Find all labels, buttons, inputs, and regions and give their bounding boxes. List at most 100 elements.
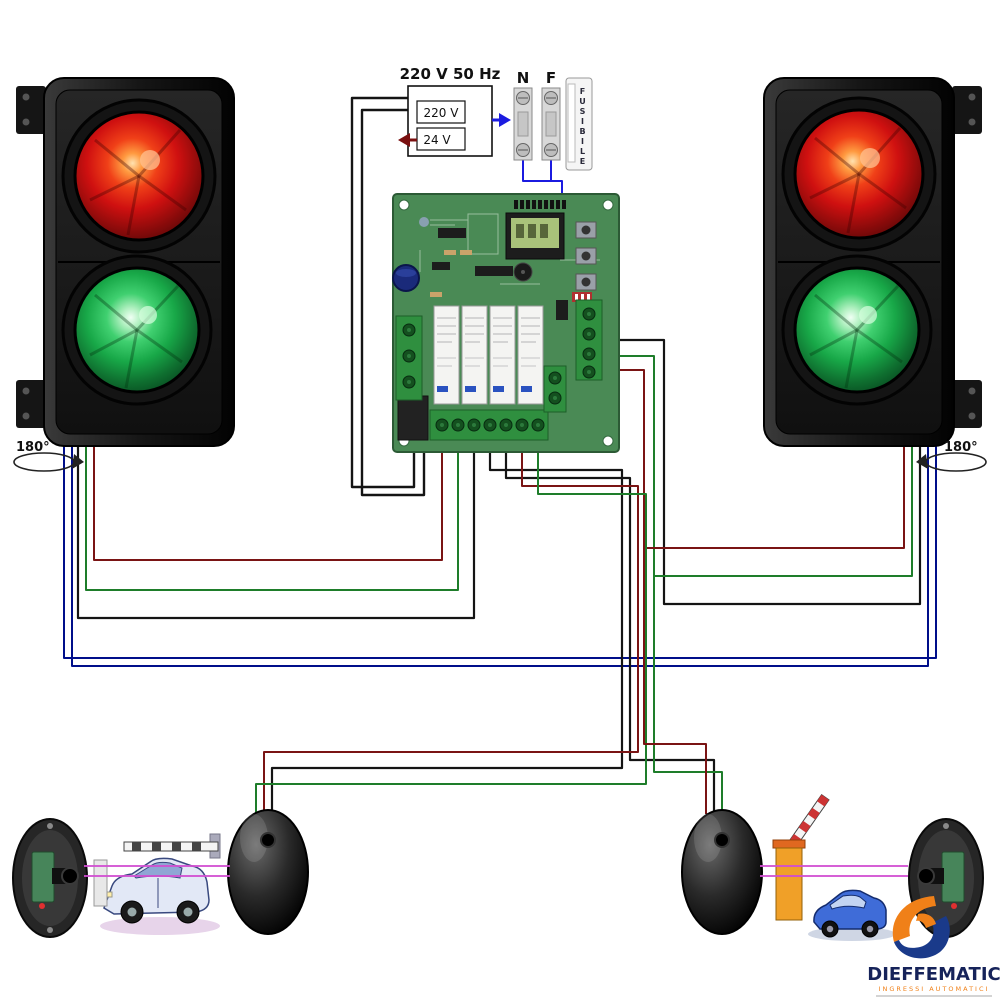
terminal-screw[interactable] — [515, 418, 529, 432]
power-module — [397, 395, 429, 441]
wire-left-green — [85, 442, 459, 591]
buzzer-hole — [521, 270, 525, 274]
terminal-screw[interactable] — [548, 391, 562, 405]
pcb-top-connector — [514, 200, 566, 209]
phase-label: F — [546, 69, 556, 87]
terminal-screw[interactable] — [435, 418, 449, 432]
photocell-lens-icon — [714, 832, 730, 848]
red-lamp — [73, 110, 205, 242]
lcd-digit — [540, 224, 548, 238]
bracket-hole — [968, 93, 976, 101]
logo-swoosh-accent — [916, 913, 936, 928]
photocell-body — [227, 809, 309, 935]
wire-mains-black-1 — [350, 96, 416, 489]
case-screw — [47, 823, 53, 829]
terminal-screw[interactable] — [548, 371, 562, 385]
bracket-hole — [22, 387, 30, 395]
terminal-screw[interactable] — [582, 327, 596, 341]
red-lamp-hotspot — [860, 148, 880, 168]
secondary-arrow-icon — [499, 113, 511, 127]
terminal-screw[interactable] — [499, 418, 513, 432]
photocell-pcb — [941, 851, 965, 903]
terminal-screw[interactable] — [451, 418, 465, 432]
photocell-beams — [84, 865, 908, 877]
wire-fuse-blue-1 — [522, 160, 563, 196]
transformer: 220 V 50 Hz 220 V 24 V — [398, 65, 511, 157]
left-traffic-light: 180° — [13, 77, 235, 472]
right-barrier — [772, 794, 830, 921]
primary-arrow-icon — [398, 133, 410, 147]
terminal-screw[interactable] — [402, 323, 416, 337]
wiring-harness — [63, 96, 937, 814]
bracket-hole — [968, 412, 976, 420]
mount-bracket — [952, 86, 982, 134]
terminal-screw[interactable] — [402, 375, 416, 389]
photocell-highlight — [694, 814, 722, 862]
right-photocell — [681, 809, 763, 935]
barrier-stripe — [798, 820, 811, 833]
right-car — [808, 889, 896, 941]
fuse-strip-label: FUSIBILE — [578, 87, 587, 167]
capacitor-top — [396, 269, 416, 277]
lcd-digit — [516, 224, 524, 238]
terminal-screw[interactable] — [582, 365, 596, 379]
brand-logo: DIEFFEMATIC INGRESSI AUTOMATICI — [867, 896, 1000, 997]
programming-buttons[interactable] — [575, 221, 597, 291]
lens-icon — [61, 867, 79, 885]
right-rotation-arrowhead — [916, 454, 928, 469]
transformer-title: 220 V 50 Hz — [400, 65, 501, 83]
fuse-block: N F — [513, 69, 593, 171]
barrier-stripe — [817, 794, 829, 807]
lens-icon — [917, 867, 935, 885]
red-lamp-streaks — [89, 129, 187, 236]
wire-pc-black-left — [270, 442, 624, 814]
transformer-secondary-label: 24 V — [423, 133, 451, 147]
bracket-hole — [22, 93, 30, 101]
left-barrier — [93, 833, 221, 907]
barrier-stripe — [132, 842, 141, 851]
green-lamp — [73, 266, 201, 394]
green-lamp-streaks — [89, 284, 183, 389]
right-rotation-label: 180° — [944, 440, 978, 455]
left-open-photocell — [12, 818, 88, 938]
car-body — [813, 889, 887, 930]
pcb-hole — [602, 435, 614, 447]
car-shadow — [100, 917, 220, 935]
terminal-screw[interactable] — [531, 418, 545, 432]
left-rotation-label: 180° — [16, 440, 50, 455]
bracket-hole — [22, 118, 30, 126]
pcb-hole — [398, 199, 410, 211]
case-screw — [47, 927, 53, 933]
photocell-highlight — [240, 814, 268, 862]
case-screw — [943, 823, 949, 829]
control-board — [392, 193, 620, 453]
terminal-screw[interactable] — [467, 418, 481, 432]
wire-navy-loop-2 — [71, 446, 929, 667]
wire-pc-green-right — [653, 576, 723, 814]
terminal-screw[interactable] — [483, 418, 497, 432]
terminal-screw[interactable] — [582, 347, 596, 361]
capacitor — [392, 264, 420, 292]
pcb-hole — [602, 199, 614, 211]
wire-left-darkred — [93, 442, 443, 561]
right-traffic-light: 180° — [763, 77, 987, 472]
mount-bracket — [952, 380, 982, 428]
photocell-pcb — [31, 851, 55, 903]
brand-name: DIEFFEMATIC — [867, 964, 1000, 985]
terminal-screw[interactable] — [402, 349, 416, 363]
fuse-strip-window — [567, 83, 576, 163]
barrier-pillar — [93, 859, 108, 907]
lcd-digit — [528, 224, 536, 238]
left-photocell — [227, 809, 309, 935]
terminal-screw[interactable] — [582, 307, 596, 321]
barrier-stripe — [192, 842, 201, 851]
car-hubcap — [866, 925, 874, 933]
wire-pc-darkred-left — [263, 442, 639, 814]
fuse-holder-neutral — [513, 87, 533, 161]
logo-swoosh-orange — [892, 896, 936, 942]
mount-bracket — [16, 380, 46, 428]
transformer-primary-box — [416, 100, 466, 124]
car-window — [829, 894, 867, 910]
